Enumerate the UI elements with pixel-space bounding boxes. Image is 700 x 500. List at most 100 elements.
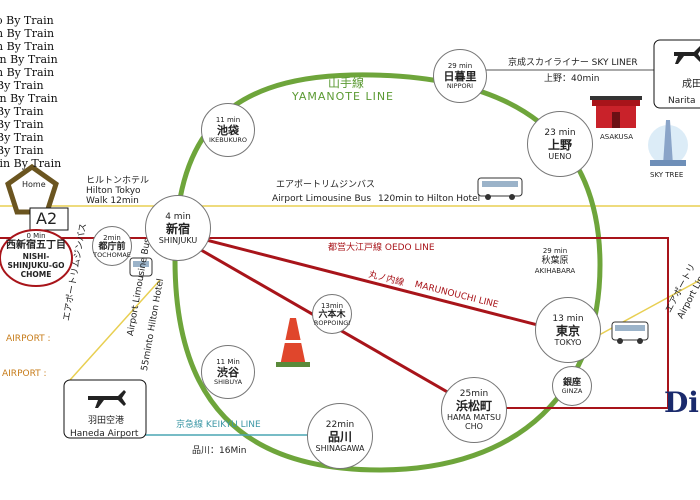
station-en: ROPPOINGI bbox=[313, 318, 351, 327]
station-time: 0 Min bbox=[26, 232, 46, 240]
station-shinagawa: 22min 品川 SHINAGAWA bbox=[307, 403, 373, 469]
yamanote-label-jp: 山手線 bbox=[328, 76, 365, 90]
station-tochomae: 2min 都庁前 TOCHOMAE bbox=[92, 226, 132, 266]
station-en: SHIBUYA bbox=[213, 378, 243, 386]
airport-bus-jp: エアポートリムジンバス bbox=[276, 180, 376, 190]
station-jp: 上野 bbox=[547, 137, 572, 152]
station-jp: 日暮里 bbox=[443, 70, 477, 83]
by-train-item: n By Train bbox=[0, 27, 55, 40]
asakusa-label: ASAKUSA bbox=[600, 133, 634, 141]
station-jp: 西新宿五丁目 bbox=[6, 240, 66, 251]
station-ueno: 23 min 上野 UENO bbox=[527, 111, 593, 177]
station-time: 4 min bbox=[165, 211, 191, 222]
station-jp: 六本木 bbox=[318, 309, 346, 320]
by-train-item: n By Train bbox=[0, 40, 55, 53]
narita-plane-icon bbox=[674, 46, 700, 64]
station-en: UENO bbox=[548, 151, 572, 161]
station-tokyo: 13 min 東京 TOKYO bbox=[535, 297, 601, 363]
keikyu-label: 京急線 KEIKYU LINE bbox=[176, 420, 261, 430]
hilton-info: ヒルトンホテル Hilton Tokyo Walk 12min bbox=[86, 176, 149, 206]
station-time: 13 min bbox=[552, 313, 584, 324]
by-train-item: n By Train bbox=[0, 66, 55, 79]
narita-jp: 成田 bbox=[682, 79, 700, 90]
by-train-item: By Train bbox=[0, 118, 44, 131]
station-nishishinjuku: 0 Min 西新宿五丁目 NISHI-SHINJUKU-GO CHOME bbox=[0, 232, 72, 279]
exit-a2-label: A2 bbox=[36, 209, 58, 228]
station-time: 22min bbox=[325, 419, 355, 430]
narita-box bbox=[653, 39, 700, 109]
bus-icon-right bbox=[611, 321, 649, 344]
station-jp: 東京 bbox=[555, 323, 580, 338]
station-en: TOCHOMAE bbox=[93, 250, 131, 259]
tokyo-tower-icon bbox=[276, 318, 310, 367]
by-train-item: lin By Train bbox=[0, 157, 62, 170]
station-time: 29 min bbox=[542, 247, 568, 255]
station-jp: 品川 bbox=[327, 429, 352, 444]
narita-en: Narita bbox=[668, 96, 696, 106]
station-jp: 秋葉原 bbox=[541, 256, 569, 266]
station-ikebukuro: 11 min 池袋 IKEBUKURO bbox=[201, 103, 255, 157]
by-train-item: By Train bbox=[0, 79, 44, 92]
by-train-item: in By Train bbox=[0, 92, 58, 105]
station-ginza: 銀座 GINZA bbox=[552, 366, 592, 406]
station-en: GINZA bbox=[561, 386, 583, 395]
station-time: 29 min bbox=[447, 62, 473, 70]
by-train-item: in By Train bbox=[0, 53, 58, 66]
airport-label: AIRPORT : bbox=[6, 334, 51, 344]
station-shibuya: 11 Min 渋谷 SHIBUYA bbox=[201, 345, 255, 399]
oedo-line bbox=[0, 237, 669, 409]
station-jp: 浜松町 bbox=[455, 399, 492, 413]
home-label: Home bbox=[22, 180, 46, 189]
skyliner-label: 京成スカイライナー SKY LINER bbox=[508, 58, 638, 68]
bus-route-narita-disney bbox=[589, 279, 700, 341]
station-time: 23 min bbox=[544, 127, 576, 138]
station-nippori: 29 min 日暮里 NIPPORI bbox=[433, 49, 487, 103]
station-time: 2min bbox=[103, 233, 121, 242]
station-roppongi: 13min 六本木 ROPPOINGI bbox=[312, 294, 352, 334]
skytree-label: SKY TREE bbox=[650, 171, 684, 179]
station-en: AKIHABARA bbox=[534, 267, 576, 275]
haneda-en: Haneda Airport bbox=[70, 429, 139, 439]
station-en: NISHI-SHINJUKU-GO CHOME bbox=[7, 252, 65, 279]
station-jp: 池袋 bbox=[217, 124, 239, 137]
asakusa-gate-icon bbox=[590, 96, 642, 128]
nishishinjuku-oval bbox=[0, 229, 73, 287]
disney-logo: Dis bbox=[664, 386, 700, 419]
station-time: 25min bbox=[459, 389, 489, 399]
bus-icon-top bbox=[477, 177, 523, 200]
yamanote-label-en: YAMANOTE LINE bbox=[292, 90, 395, 103]
station-jp: 新宿 bbox=[165, 221, 190, 236]
by-train-item: By Train bbox=[0, 144, 44, 157]
station-hamamatsucho: 25min 浜松町 HAMA MATSU CHO bbox=[441, 377, 507, 443]
station-time: 11 min bbox=[215, 116, 241, 124]
oedo-label: 都営大江戸線 OEDO LINE bbox=[328, 243, 435, 253]
bus-route-haneda bbox=[69, 279, 161, 381]
marunouchi-line bbox=[174, 230, 566, 334]
station-en: NIPPORI bbox=[446, 82, 474, 90]
station-jp: 銀座 bbox=[562, 377, 581, 388]
airport-label: AIRPORT : bbox=[2, 369, 47, 379]
station-akihabara: 29 min 秋葉原 AKIHABARA bbox=[520, 246, 590, 276]
airport-bus-en: Airport Limousine Bus bbox=[272, 194, 372, 204]
by-train-item: By Train bbox=[0, 131, 44, 144]
by-train-item: o By Train bbox=[0, 14, 54, 27]
station-jp: 渋谷 bbox=[217, 366, 239, 379]
haneda-box bbox=[63, 379, 147, 439]
station-jp: 都庁前 bbox=[98, 241, 126, 252]
exit-a2-box bbox=[29, 207, 69, 231]
haneda-plane-icon bbox=[88, 390, 126, 408]
ueno-time-label: 上野：40min bbox=[544, 74, 600, 84]
station-shinjuku: 4 min 新宿 SHINJUKU bbox=[145, 195, 211, 261]
bus-icon-left bbox=[129, 257, 153, 277]
station-en: IKEBUKURO bbox=[209, 136, 247, 144]
station-time: 11 Min bbox=[216, 358, 240, 366]
by-train-item: By Train bbox=[0, 105, 44, 118]
hilton-jp: ヒルトンホテル bbox=[86, 176, 150, 186]
shinagawa-time-label: 品川：16Min bbox=[192, 446, 247, 456]
station-time: 13min bbox=[320, 301, 344, 310]
by-train-list: o By Train n By Train n By Train in By T… bbox=[0, 14, 61, 170]
airport-bus-time: 120min to Hilton Hotel bbox=[378, 194, 481, 204]
station-en: HAMA MATSU CHO bbox=[447, 413, 501, 431]
station-en: SHINJUKU bbox=[158, 235, 198, 245]
